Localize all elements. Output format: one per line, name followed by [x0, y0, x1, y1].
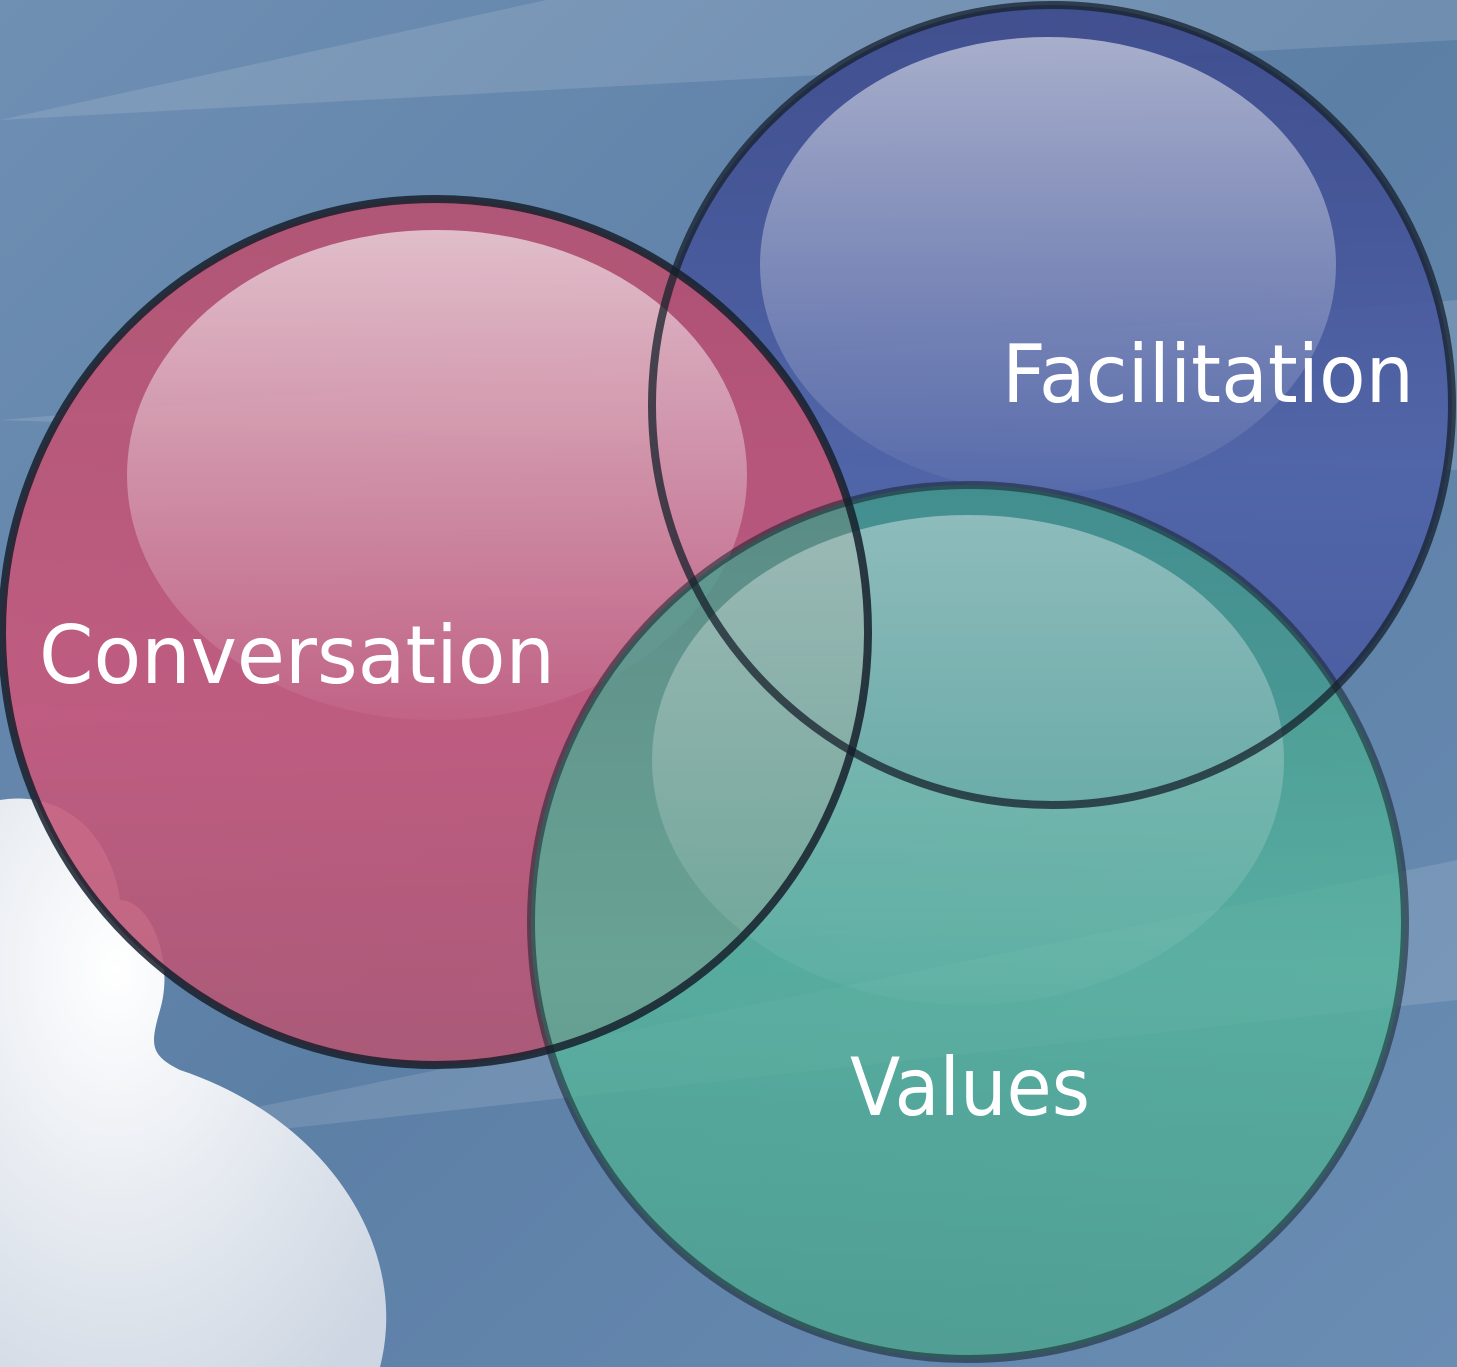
label-facilitation: Facilitation [1002, 328, 1414, 421]
label-conversation: Conversation [39, 609, 555, 702]
circle-values [531, 485, 1405, 1359]
cloud-decoration [0, 798, 387, 1367]
label-values: Values [850, 1041, 1090, 1134]
